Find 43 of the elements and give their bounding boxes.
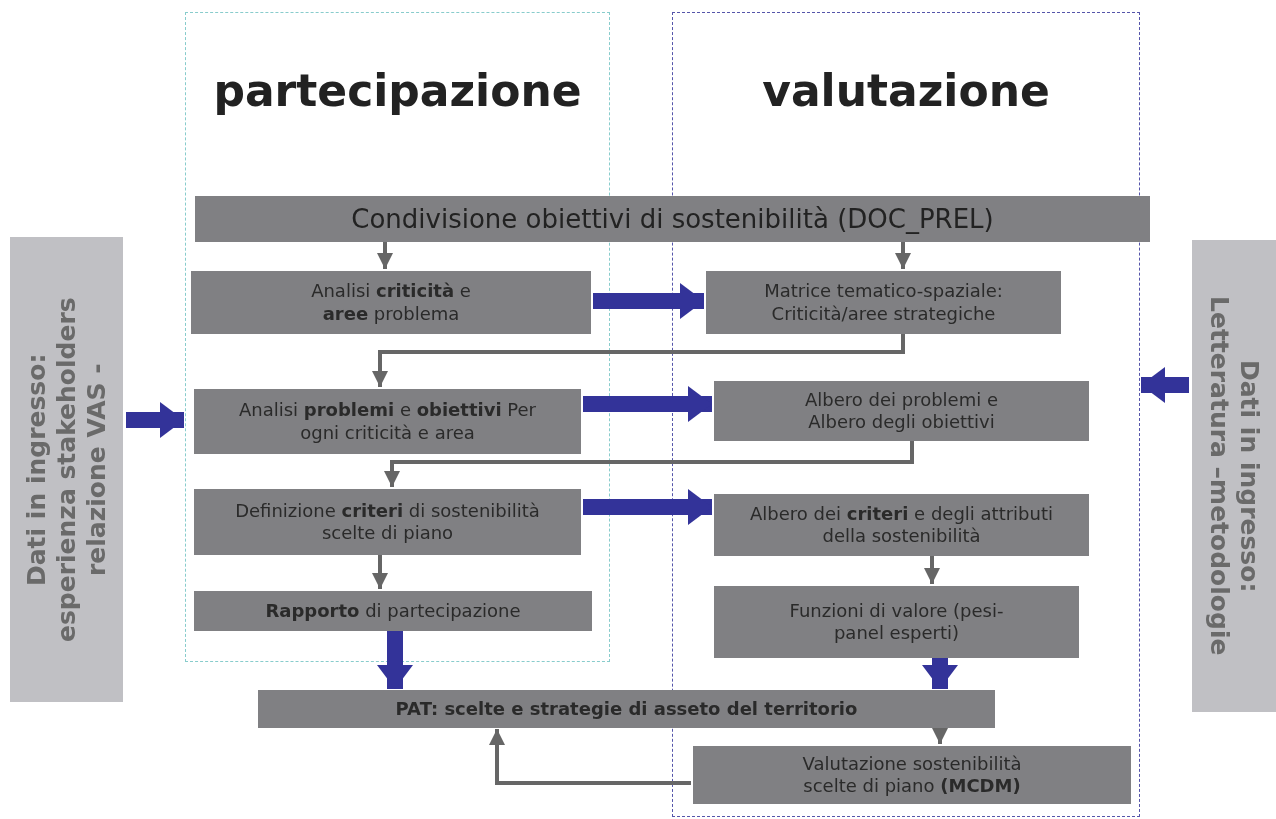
block-arrow [126, 402, 184, 438]
process-box [258, 690, 995, 728]
input-panel [10, 237, 123, 702]
arrow [384, 440, 914, 487]
panel-text: Dati in ingresso: esperienza stakeholders relazione VAS - [21, 296, 112, 644]
process-box [191, 271, 591, 334]
box-text: Albero dei problemi e Albero degli obiettivi [803, 388, 1000, 434]
arrow [372, 333, 905, 387]
box-text: Analisi criticità e aree problema [310, 280, 472, 325]
block-arrow [1141, 367, 1189, 403]
arrow [895, 242, 911, 269]
box-text: Analisi problemi e obiettivi Per ogni criticità e area [237, 399, 538, 444]
arrow [932, 728, 948, 744]
column-heading: partecipazione [213, 65, 582, 116]
box-text: Condivisione obiettivi di sostenibilità (DOC_PREL) [351, 202, 994, 236]
process-box [194, 489, 581, 555]
box-text: Rapporto di partecipazione [265, 599, 521, 623]
process-box [693, 746, 1131, 804]
process-box [194, 389, 581, 454]
box-text: Matrice tematico-spaziale: Criticità/aree strategiche [763, 280, 1004, 325]
arrow [372, 554, 388, 589]
panel-text: Dati in ingresso: Letteratura –metodologie [1204, 295, 1264, 658]
process-box [706, 271, 1061, 334]
arrow [377, 242, 393, 269]
block-arrow [922, 657, 958, 689]
process-box [714, 494, 1089, 556]
process-box [195, 196, 1150, 242]
block-arrow [377, 630, 413, 689]
box-text: PAT: scelte e strategie di asseto del territorio [395, 697, 858, 721]
block-arrow [583, 489, 712, 525]
arrow [489, 729, 691, 785]
process-box [194, 591, 592, 631]
block-arrow [583, 386, 712, 422]
box-text: Definizione criteri di sostenibilità scelte di piano [234, 499, 541, 545]
box-text: Valutazione sostenibilità scelte di piano (MCDM) [801, 752, 1023, 798]
process-box [714, 586, 1079, 658]
block-arrow [593, 283, 704, 319]
arrow [924, 555, 940, 584]
process-box [714, 381, 1089, 441]
box-text: Albero dei criteri e degli attributi della sostenibilità [749, 502, 1054, 548]
input-panel [1192, 240, 1276, 712]
column-heading: valutazione [762, 65, 1050, 116]
box-text: Funzioni di valore (pesi-panel esperti) [788, 599, 1005, 645]
